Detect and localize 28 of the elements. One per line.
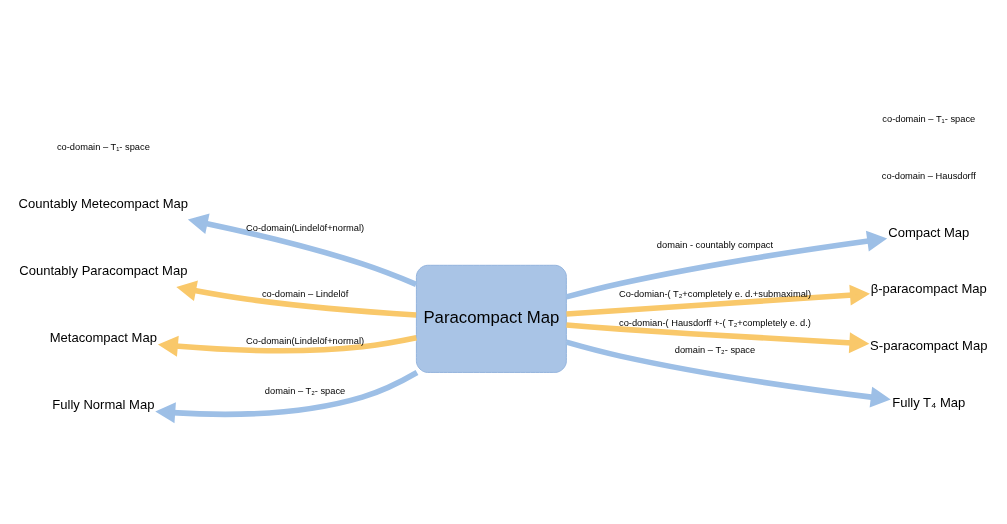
node-text: Metacompact Map	[49, 329, 157, 345]
node-box: Paracompact Map	[415, 264, 567, 373]
node-text: β-paracompact Map	[870, 280, 987, 296]
edge-label: domain - countably compact	[656, 239, 774, 250]
label: co-domain – T₁- space	[882, 113, 976, 124]
node-text: Countably Metecompact Map	[18, 195, 189, 211]
label: co-domain – Hausdorff	[881, 170, 976, 181]
edge-label: domain – T₂- space	[264, 385, 346, 396]
arrow	[566, 284, 870, 317]
arrow	[565, 230, 888, 300]
node-text: S-paracompact Map	[870, 337, 988, 353]
edge-label: co-domian-( Hausdorff +-( T₂+completely e. d.)	[619, 317, 811, 328]
edge-label: Co-domian-( T₂+completely e. d.+submaximal)	[618, 288, 811, 298]
edge-label: co-domain – Lindelöf	[261, 288, 349, 298]
arrow	[566, 321, 870, 353]
node-text: Fully Normal Map	[52, 396, 155, 412]
edge-label: domain – T₂- space	[674, 344, 756, 355]
arrow	[157, 334, 417, 357]
node-text: Compact Map	[888, 224, 970, 240]
arrow	[176, 280, 417, 318]
node-text: Countably Paracompact Map	[19, 262, 188, 278]
edge-label: Co-domain(Lindelöf+normal)	[246, 335, 365, 346]
edge-label: Co-domain(Lindelöf+normal)	[246, 222, 365, 233]
arrow	[565, 339, 891, 407]
label: co-domain – T₁- space	[56, 141, 150, 152]
node-text: Fully T₄ Map	[892, 394, 966, 410]
arrow	[187, 212, 418, 287]
arrow	[155, 369, 419, 423]
